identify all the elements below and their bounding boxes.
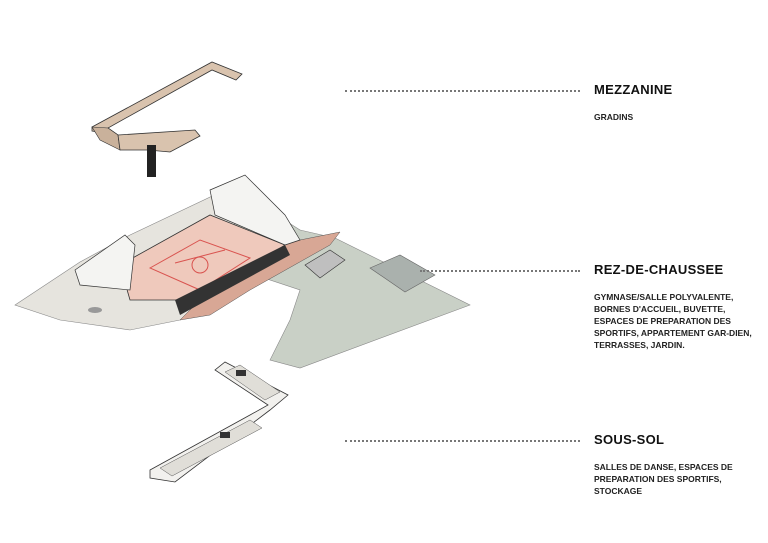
- level-mezzanine: MEZZANINE GRADINS: [594, 82, 764, 123]
- leader-sous-sol: [345, 440, 580, 442]
- level-sous-sol: SOUS-SOL SALLES DE DANSE, ESPACES DE PRE…: [594, 432, 764, 497]
- level-title: REZ-DE-CHAUSSEE: [594, 262, 724, 277]
- level-description: GYMNASE/SALLE POLYVALENTE, BORNES D'ACCU…: [594, 292, 752, 350]
- basement-drawing: [149, 361, 289, 483]
- leader-rez-de-chaussee: [420, 270, 580, 272]
- ground-floor-drawing: [14, 174, 471, 369]
- level-title: MEZZANINE: [594, 82, 673, 97]
- level-rez-de-chaussee: REZ-DE-CHAUSSEE GYMNASE/SALLE POLYVALENT…: [594, 262, 764, 351]
- level-description: SALLES DE DANSE, ESPACES DE PREPARATION …: [594, 462, 733, 496]
- mezzanine-drawing: [91, 61, 243, 177]
- level-description: GRADINS: [594, 112, 634, 122]
- level-title: SOUS-SOL: [594, 432, 665, 447]
- stair-core: [147, 145, 156, 177]
- leader-mezzanine: [345, 90, 580, 92]
